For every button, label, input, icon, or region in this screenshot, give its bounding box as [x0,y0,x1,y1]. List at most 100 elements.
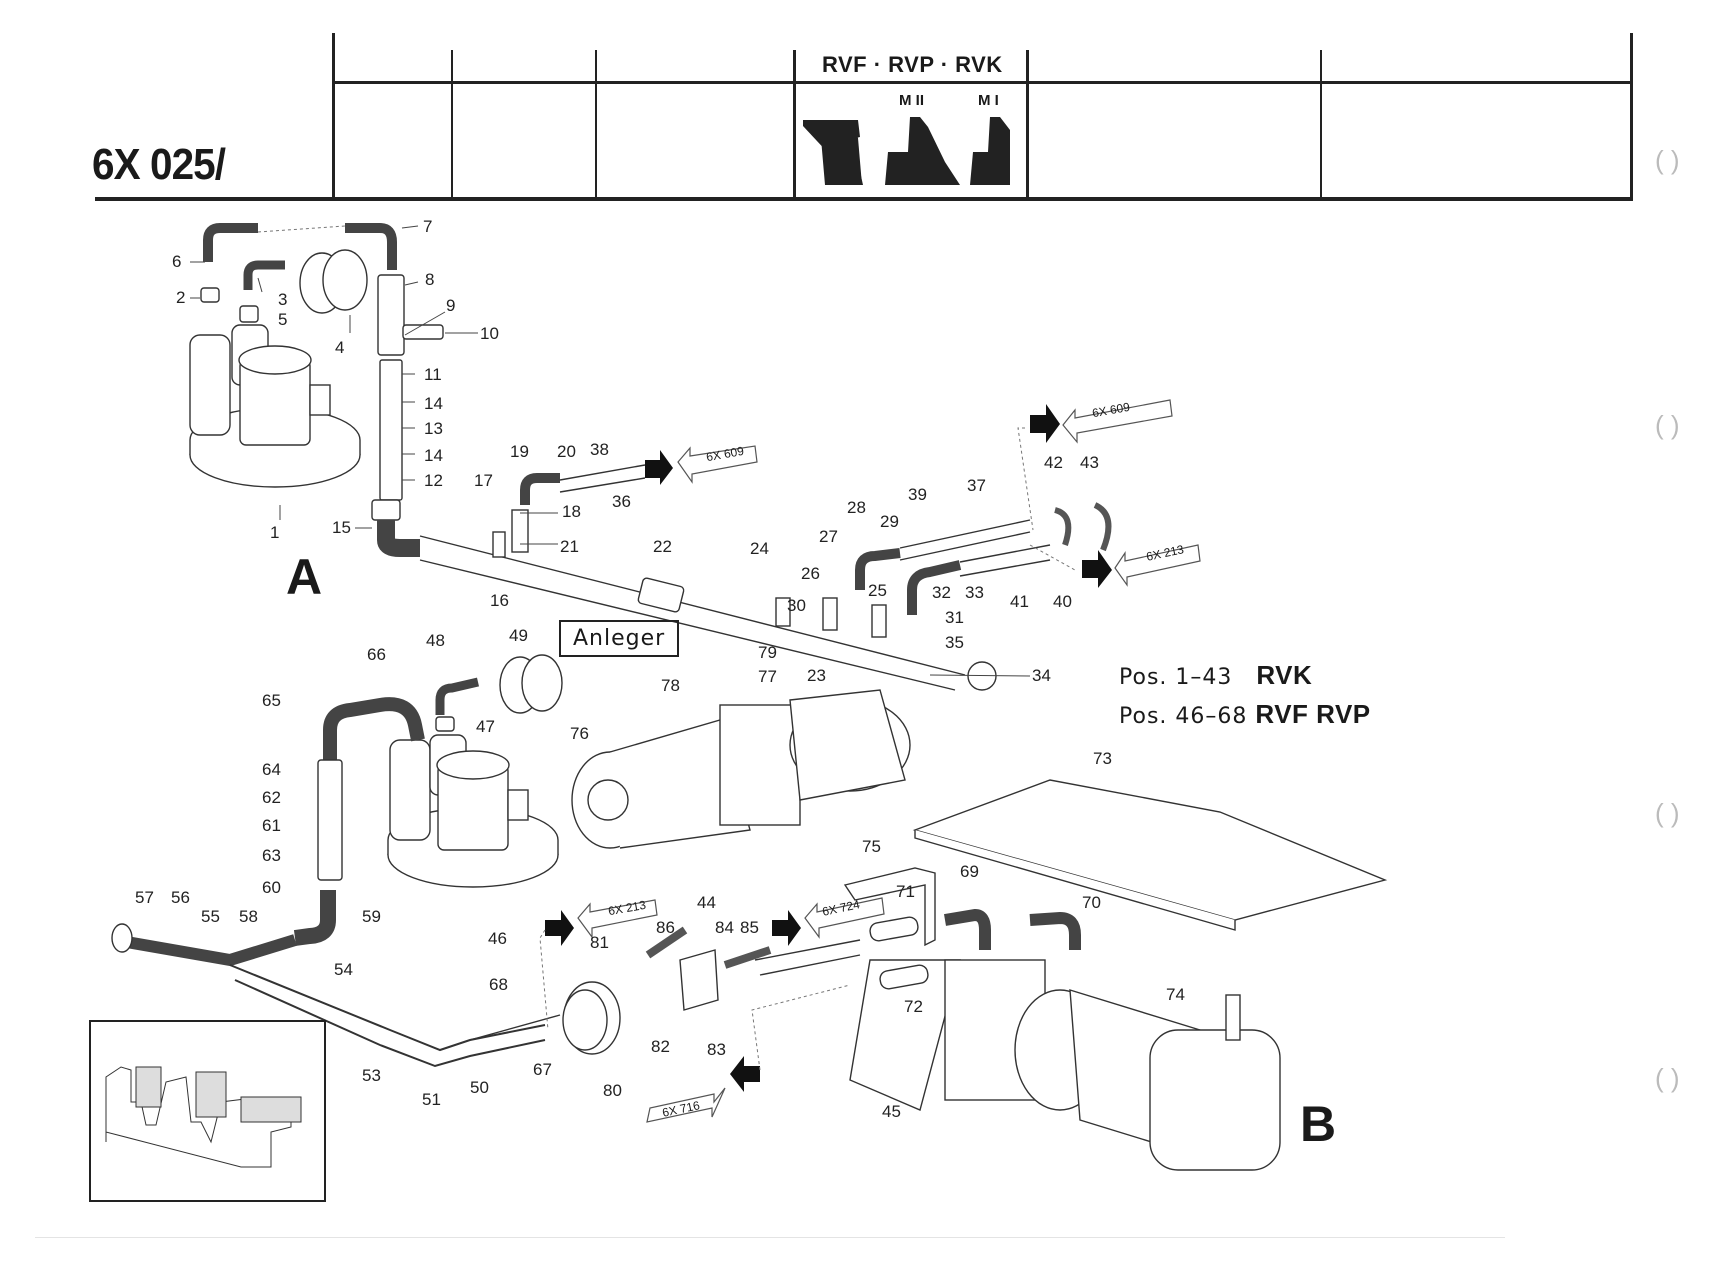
part-label: 17 [474,471,493,490]
marker-m1: M I [978,92,999,109]
legend-row: Pos. 46–68 RVF RVP [1119,699,1371,730]
reference-arrow [1062,399,1173,444]
arrow-left-icon [730,1056,760,1092]
reference-arrow [1114,544,1201,587]
legend-row: Pos. 1–43 RVK [1119,660,1371,691]
binder-hole-icon: ( ) [1655,145,1680,175]
machine-profile-pictogram [803,117,1010,185]
part-label: 5 [278,310,288,329]
part-label: 2 [176,288,186,307]
stubs [492,509,887,638]
part-label: 69 [960,862,979,881]
header-divider [793,50,796,199]
binder-hole-icon: ( ) [1655,1063,1680,1093]
part-label: 78 [661,676,680,695]
part-label: 9 [446,296,456,315]
part-label: 50 [470,1078,489,1097]
legend-models: RVK [1256,660,1313,690]
part-label: 13 [424,419,443,438]
part-label: 85 [740,918,759,937]
binder-hole-icon: ( ) [1655,798,1680,828]
part-label: 7 [423,217,433,236]
part-label: 76 [570,724,589,743]
part-label: 1 [270,523,280,542]
header-divider [451,50,453,199]
legend-range: Pos. 1–43 [1119,665,1233,690]
part-label: 4 [335,338,345,357]
vacuum-pump-44 [571,689,911,849]
part-label: 81 [590,933,609,952]
part-label: 83 [707,1040,726,1059]
part-label: 51 [422,1090,441,1109]
part-label: 19 [510,442,529,461]
part-label: 31 [945,608,964,627]
part-label: 49 [509,626,528,645]
arrow-right-icon [645,450,673,485]
part-label: 8 [425,270,435,289]
part-label: 67 [533,1060,552,1079]
part-label: 64 [262,760,281,779]
part-label: 34 [1032,666,1051,685]
reference-arrow [577,899,658,939]
part-label: 72 [904,997,923,1016]
document-code: 6X 025/ [92,140,226,189]
part-label: 16 [490,591,509,610]
part-label: 20 [557,442,576,461]
part-label: 27 [819,527,838,546]
arrow-right-icon [1030,404,1060,443]
part-label: 14 [424,446,443,465]
reference-arrows [577,399,1201,1123]
arrow-right-icon [1082,550,1112,588]
part-label: 80 [603,1081,622,1100]
header-divider [595,50,597,199]
part-label: 55 [201,907,220,926]
part-label: 68 [489,975,508,994]
part-label: 33 [965,583,984,602]
part-label: 61 [262,816,281,835]
part-label: 71 [896,882,915,901]
part-label: 37 [967,476,986,495]
part-label: 18 [562,502,581,521]
part-label: 14 [424,394,443,413]
part-label: 62 [262,788,281,807]
part-label: 74 [1166,985,1185,1004]
part-label: 22 [653,537,672,556]
header-divider [1320,50,1322,199]
part-label: 43 [1080,453,1099,472]
part-label: 66 [367,645,386,664]
vacuum-pump-45 [849,959,1281,1171]
part-label: 28 [847,498,866,517]
binder-hole-icon: ( ) [1655,410,1680,440]
part-label: 35 [945,633,964,652]
part-label: 29 [880,512,899,531]
part-label: 39 [908,485,927,504]
part-label: 79 [758,643,777,662]
part-label: 86 [656,918,675,937]
blower-assembly-a [189,324,361,488]
part-label: 15 [332,518,351,537]
part-label: 47 [476,717,495,736]
part-label: 40 [1053,592,1072,611]
inset-feeder-drawing [89,1020,326,1202]
header-divider [332,33,335,199]
feeder-table-illustration [105,1066,302,1168]
part-label: 24 [750,539,769,558]
arrow-right-icon [772,910,801,946]
part-label: 10 [480,324,499,343]
part-label: 3 [278,290,288,309]
part-label: 11 [424,365,442,384]
part-label: 75 [862,837,881,856]
reference-arrow [804,897,885,939]
part-label: 59 [362,907,381,926]
assembly-label-a: A [286,549,323,605]
header-mid-rule [333,81,1633,84]
header-bottom-rule [95,197,1633,201]
part-label: 53 [362,1066,381,1085]
part-label: 54 [334,960,353,979]
part-label: 30 [787,596,806,615]
part-label: 84 [715,918,734,937]
part-label: 70 [1082,893,1101,912]
part-label: 48 [426,631,445,650]
part-label: 63 [262,846,281,865]
